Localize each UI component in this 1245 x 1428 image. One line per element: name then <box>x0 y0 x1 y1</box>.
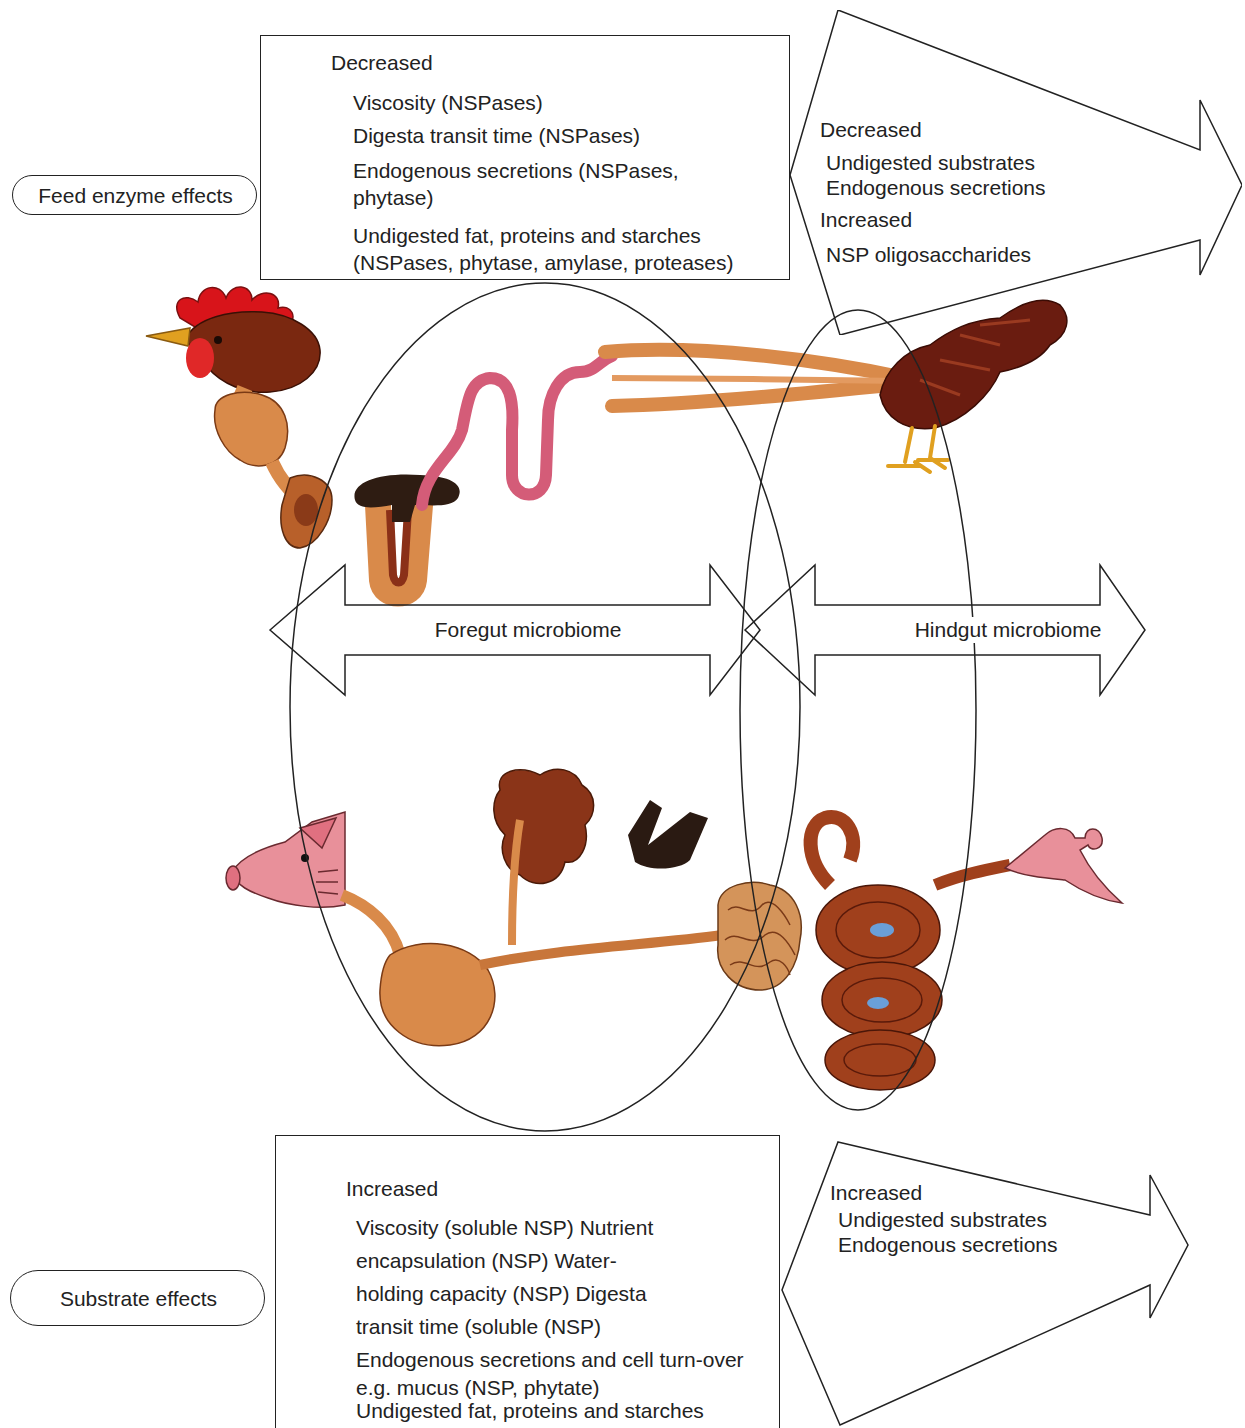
arrow-item: NSP oligosaccharides <box>826 242 1086 267</box>
effect-item: Undigested fat, proteins and starches <box>356 1399 756 1423</box>
effect-pill: Substrate effects <box>10 1270 265 1326</box>
arrow-heading: Increased <box>820 207 1080 232</box>
chicken-cecum <box>612 384 900 406</box>
pig-colon-lumen <box>842 978 922 1022</box>
region-label: Hindgut microbiome <box>911 617 1106 643</box>
pig-cecum <box>811 817 854 885</box>
arrow-item: Undigested substrates <box>826 150 1086 175</box>
pig-colon-spot <box>867 997 889 1009</box>
region-label: Foregut microbiome <box>431 617 626 643</box>
arrow-heading: Increased <box>830 1180 1070 1205</box>
pig-stomach <box>380 944 495 1046</box>
pig-ear <box>300 818 336 848</box>
chicken-gizzard-core <box>294 494 318 526</box>
effect-pill: Feed enzyme effects <box>12 175 257 215</box>
pig-pancreas <box>628 800 708 869</box>
arrow-item: Endogenous secretions <box>838 1232 1078 1257</box>
pig-colon-spot <box>870 923 894 937</box>
pig-colon-coil <box>822 962 942 1038</box>
arrow-shape <box>790 10 1242 335</box>
pill-label: Feed enzyme effects <box>38 176 233 216</box>
pig-duodenum <box>480 935 722 965</box>
pig-snout <box>226 866 240 890</box>
pig-colon-coil <box>825 1030 935 1090</box>
effect-item: Digesta transit time (NSPases) <box>353 122 753 149</box>
chicken-crop <box>215 392 288 466</box>
effects-box: DecreasedViscosity (NSPases) Digesta tran… <box>260 35 790 280</box>
effect-item: Undigested fat, proteins and starches (N… <box>353 222 753 276</box>
pig-wrinkles <box>316 870 338 894</box>
chicken-beak <box>146 328 190 346</box>
pig-rear <box>1005 829 1122 903</box>
pig-esophagus <box>342 895 400 955</box>
outcome-arrow: DecreasedUndigested substratesEndogenous… <box>790 10 1242 335</box>
double-arrow: Hindgut microbiome <box>743 563 1147 697</box>
arrow-shape <box>745 565 1145 695</box>
chicken-liver <box>354 474 459 522</box>
chicken-gut <box>146 287 1067 594</box>
box-heading: Decreased <box>331 49 631 76</box>
outcome-arrow: IncreasedUndigested substratesEndogenous… <box>780 1140 1190 1428</box>
chicken-eye <box>214 336 222 344</box>
effect-item: Endogenous secretions (NSPases, phytase) <box>353 157 753 211</box>
effects-box: IncreasedViscosity (soluble NSP) Nutrien… <box>275 1135 780 1428</box>
chicken-gizzard <box>281 475 332 548</box>
foregut-region <box>290 283 800 1131</box>
box-heading: Increased <box>346 1176 646 1201</box>
chicken-legs <box>888 426 948 472</box>
chicken-small-intestine <box>422 356 612 505</box>
arrow-heading: Decreased <box>820 117 1080 142</box>
pig-colon-lumen <box>844 1044 916 1076</box>
arrow-shape <box>782 1142 1188 1425</box>
effect-item: Viscosity (NSPases) <box>353 89 753 116</box>
pig-gut <box>226 769 1122 1090</box>
double-arrow: Foregut microbiome <box>268 563 762 697</box>
chicken-face <box>186 338 214 378</box>
pill-label: Substrate effects <box>60 1286 217 1312</box>
pig-liver <box>494 769 594 883</box>
pig-head <box>232 812 345 907</box>
effect-item: Endogenous secretions and cell turn-over… <box>356 1346 756 1402</box>
effect-item: Viscosity (soluble NSP) Nutrient encapsu… <box>356 1211 666 1343</box>
arrow-item: Endogenous secretions <box>826 175 1086 200</box>
hindgut-region <box>740 310 976 1110</box>
chicken-head <box>186 312 320 393</box>
pig-colon-lumen <box>836 902 920 958</box>
pig-rectum <box>935 865 1010 885</box>
chicken-cecum <box>605 350 905 378</box>
arrow-item: Undigested substrates <box>838 1207 1078 1232</box>
chicken-rear-body <box>880 300 1067 428</box>
pig-jejunum-loops <box>725 902 795 975</box>
arrow-shape <box>270 565 760 695</box>
chicken-colon <box>612 378 905 381</box>
chicken-feathers <box>920 320 1030 395</box>
pig-bile-duct <box>512 820 520 945</box>
